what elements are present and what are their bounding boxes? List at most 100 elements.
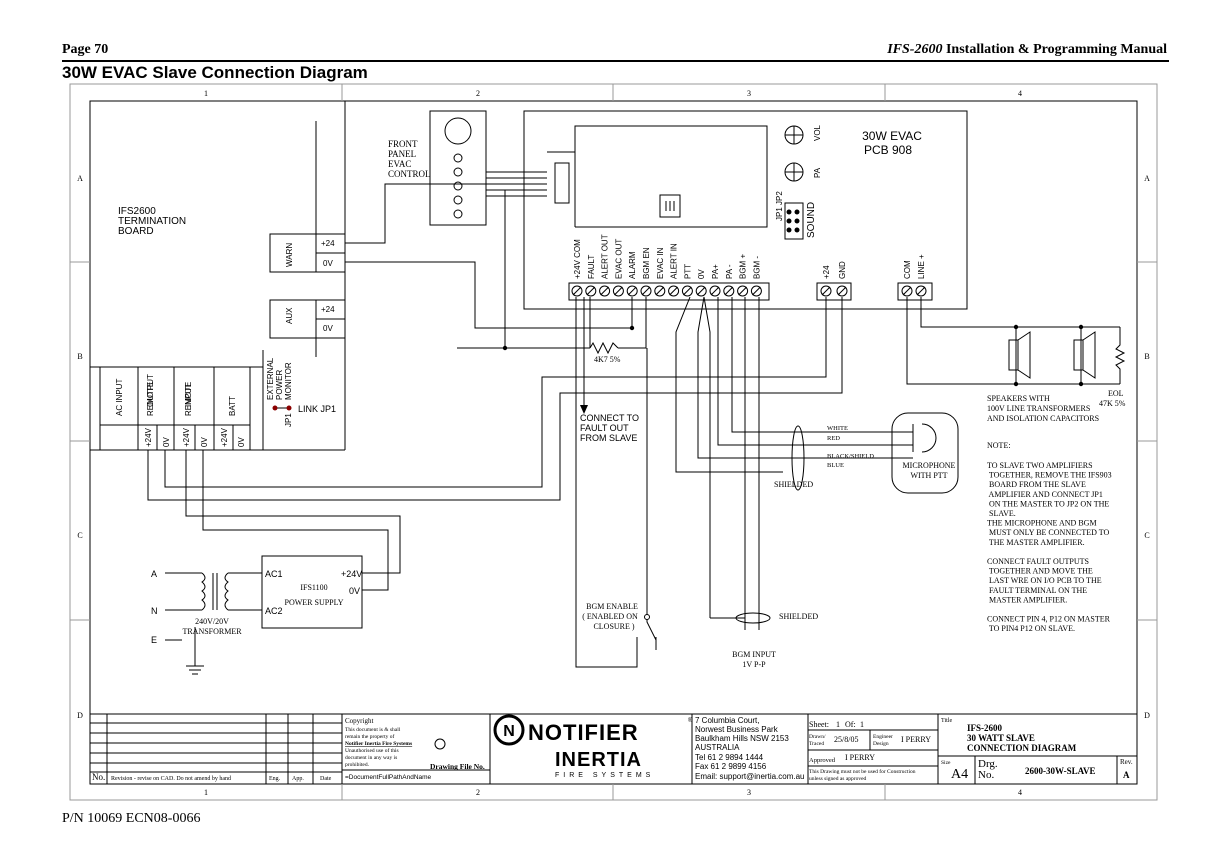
front-panel-3: EVAC <box>388 159 411 169</box>
note-line: TO PIN4 P12 ON SLAVE. <box>987 624 1075 633</box>
speakers-label-3: AND ISOLATION CAPACITORS <box>987 414 1099 423</box>
batt-label: BATT <box>228 396 237 416</box>
aux-0v: 0V <box>323 324 333 333</box>
terminal-label: BGM EN <box>642 247 651 279</box>
termination-title-1: IFS2600 <box>118 206 156 217</box>
note-line: THE MASTER AMPLIFIER. <box>987 538 1085 547</box>
microphone-label-2: WITH PTT <box>910 471 947 480</box>
termination-title-3: BOARD <box>118 226 154 237</box>
ps-0v: 0V <box>349 586 360 596</box>
terminal-label: +24V COM <box>573 239 582 279</box>
notifier-logo-icon <box>493 714 525 746</box>
pa-label: PA <box>813 167 822 178</box>
power-term-24: +24 <box>822 265 831 279</box>
terminal-screw <box>750 285 762 297</box>
note-line: CONNECT FAULT OUTPUTS <box>987 557 1089 566</box>
red-wire-label: RED <box>827 435 840 442</box>
jp1-pcb-label: JP1 <box>775 207 784 221</box>
pcb-line-terminals <box>897 282 933 301</box>
ext-monitor-1: EXTERNAL <box>266 357 275 400</box>
grid-row-d-left: D <box>77 711 83 720</box>
grid-col-2-bottom: 2 <box>476 788 480 797</box>
sound-label: SOUND <box>806 202 817 238</box>
drawing-number: 2600-30W-SLAVE <box>1025 766 1096 776</box>
ext-monitor-3: MONITOR <box>284 362 293 400</box>
ps-ac1: AC1 <box>265 569 283 579</box>
address-4: AUSTRALIA <box>695 743 740 752</box>
line-term-plus: LINE + <box>917 254 926 279</box>
of-label: Of: <box>845 720 856 729</box>
rev-col-date: Date <box>320 776 332 782</box>
connect-fault-3: FROM SLAVE <box>580 433 637 443</box>
white-wire-label: WHITE <box>827 425 848 432</box>
shielded-label-mic: SHIELDED <box>774 480 813 489</box>
sheet-label: Sheet: <box>809 720 829 729</box>
blue-wire-label: BLUE <box>827 462 844 469</box>
terminal-label: PTT <box>683 264 692 279</box>
grid-col-4-top: 4 <box>1018 89 1022 98</box>
manual-name: Installation & Programming Manual <box>942 42 1167 57</box>
ps-ac2: AC2 <box>265 606 283 616</box>
bgm-enable-label-3: CLOSURE ) <box>593 622 634 631</box>
title-block <box>90 713 1137 784</box>
rev-col-app: App. <box>292 776 304 782</box>
warn-0v: 0V <box>323 259 333 268</box>
address-1: 7 Columbia Court, <box>695 716 759 725</box>
transformer-label-1: 240V/20V <box>195 617 229 626</box>
size-value: A4 <box>951 767 968 782</box>
address-2: Norwest Business Park <box>695 725 779 734</box>
terminal-screw <box>723 285 735 297</box>
header-rule <box>62 60 1169 62</box>
front-panel-2: PANEL <box>388 149 416 159</box>
engineer-name: I PERRY <box>901 735 931 744</box>
copyright-2: This document is & shall <box>345 727 401 733</box>
rev-label: Rev. <box>1120 758 1133 766</box>
terminal-screw <box>626 285 638 297</box>
remote-out-24v: +24V <box>144 427 153 447</box>
power-supply-label-1: IFS1100 <box>300 583 327 592</box>
note-line: TOGETHER, REMOVE THE IFS903 <box>987 471 1112 480</box>
eol-label-1: EOL <box>1108 389 1124 398</box>
terminal-screw <box>737 285 749 297</box>
title-label: Title <box>941 718 952 724</box>
ps-24v: +24V <box>341 569 362 579</box>
transformer-label-2: TRANSFORMER <box>182 627 242 636</box>
terminal-screw <box>599 285 611 297</box>
jp1-label: JP1 <box>284 413 293 427</box>
terminal-screw <box>681 285 693 297</box>
remote-out-0v: 0V <box>162 437 171 447</box>
bgm-input-label-2: 1V P-P <box>742 660 766 669</box>
file-path: =DocumentFullPathAndName <box>345 774 432 781</box>
rev-col-no: No. <box>92 772 105 782</box>
copyright-3: remain the property of <box>345 733 394 740</box>
note-line: TO SLAVE TWO AMPLIFIERS <box>987 461 1093 470</box>
terminal-label: BGM - <box>752 256 761 279</box>
front-panel-4: CONTROL <box>388 169 431 179</box>
batt-0v: 0V <box>237 437 246 447</box>
note-line: THE MICROPHONE AND BGM <box>987 519 1097 528</box>
notifier-logo-letter: N <box>503 723 515 740</box>
note-line: TOGETHER AND MOVE THE <box>987 567 1093 576</box>
drg-label: Drg. <box>978 758 998 770</box>
brand-inertia: INERTIA <box>555 749 642 771</box>
batt-24v: +24V <box>220 427 229 447</box>
grid-col-1-top: 1 <box>204 89 208 98</box>
remote-in-0v: 0V <box>200 437 209 447</box>
diagram-title: 30W EVAC Slave Connection Diagram <box>62 63 368 82</box>
terminal-screw <box>654 285 666 297</box>
rev-col-eng: Eng. <box>269 776 281 782</box>
approved-name: I PERRY <box>845 753 875 762</box>
disclaimer-1: This Drawing must not be used for Constr… <box>809 768 916 775</box>
copyright-5: Unauthorised use of this <box>345 747 399 754</box>
grid-row-b-left: B <box>77 352 82 361</box>
power-term-gnd: GND <box>838 261 847 279</box>
title-line-3: CONNECTION DIAGRAM <box>967 743 1077 753</box>
speakers-label-1: SPEAKERS WITH <box>987 394 1050 403</box>
drg-no-label: No. <box>978 769 994 781</box>
note-line: LAST WRE ON I/O PCB TO THE <box>987 576 1102 585</box>
mains-a: A <box>151 569 157 579</box>
grid-col-4-bottom: 4 <box>1018 788 1022 797</box>
grid-row-c-left: C <box>77 531 82 540</box>
grid-row-a-left: A <box>77 174 83 183</box>
terminal-label: BGM + <box>739 254 748 279</box>
